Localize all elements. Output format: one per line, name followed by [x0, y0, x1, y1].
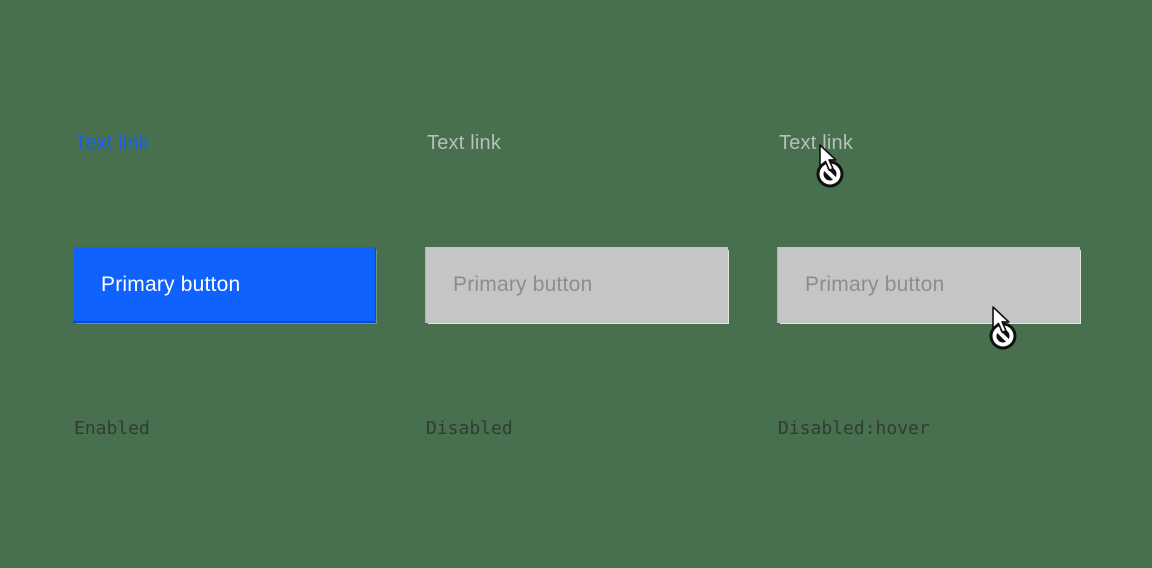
- text-link-disabled[interactable]: Text link: [427, 132, 502, 154]
- state-label-enabled: Enabled: [74, 418, 150, 439]
- text-link-enabled[interactable]: Text link: [75, 132, 150, 154]
- primary-button-enabled[interactable]: Primary button: [73, 247, 376, 323]
- primary-button-disabled-hover[interactable]: Primary button: [777, 247, 1080, 323]
- state-column-enabled: Text link Primary button Enabled: [73, 0, 376, 568]
- state-label-disabled-hover: Disabled:hover: [778, 418, 930, 439]
- primary-button-disabled[interactable]: Primary button: [425, 247, 728, 323]
- text-link-disabled-hover[interactable]: Text link: [779, 132, 854, 154]
- state-column-disabled: Text link Primary button Disabled: [425, 0, 728, 568]
- state-label-disabled: Disabled: [426, 418, 513, 439]
- state-column-disabled-hover: Text link Primary button Disabled:hover: [777, 0, 1080, 568]
